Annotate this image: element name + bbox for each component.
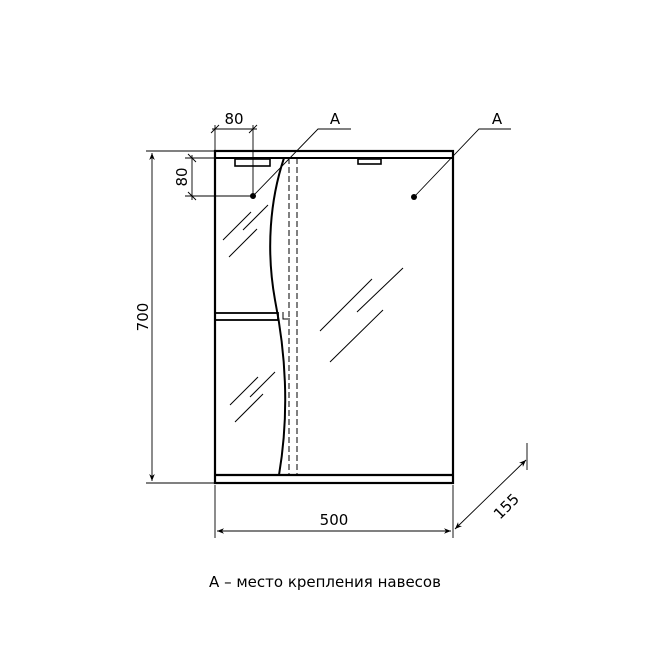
wave-door-edge xyxy=(269,157,287,476)
handle-left xyxy=(234,158,271,167)
dimension-lines xyxy=(146,124,528,538)
mount-points: A A xyxy=(250,110,511,200)
dim-height-text: 700 xyxy=(134,303,152,332)
leader-left xyxy=(252,128,351,197)
depth-dimension-line xyxy=(454,459,527,530)
dim-offset-y-text: 80 xyxy=(173,167,191,186)
handle-right xyxy=(357,158,382,165)
shelf xyxy=(214,312,279,321)
cabinet-body xyxy=(213,149,455,485)
leader-right xyxy=(413,128,511,198)
dim-width-text: 500 xyxy=(320,511,349,529)
shelf-bracket xyxy=(282,312,290,320)
dim-depth-text: 155 xyxy=(490,490,523,523)
legend-caption: А – место крепления навесов xyxy=(209,573,441,591)
label-a-left: A xyxy=(330,110,341,128)
label-a-right: A xyxy=(492,110,503,128)
dim-offset-x-text: 80 xyxy=(224,110,243,128)
glass-reflection-lines xyxy=(222,204,404,423)
